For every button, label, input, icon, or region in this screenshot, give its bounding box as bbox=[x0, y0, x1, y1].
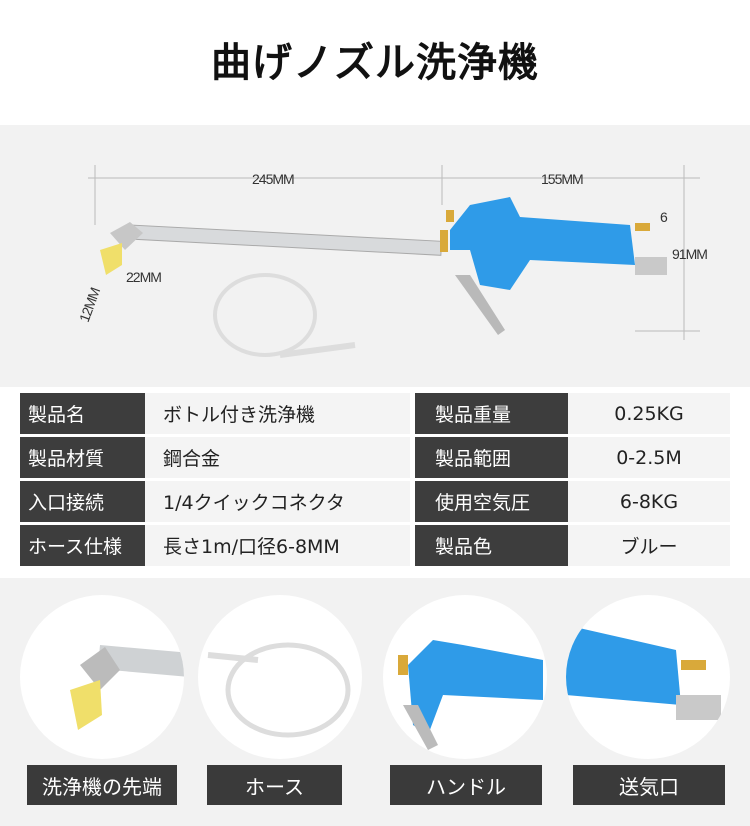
tube bbox=[128, 224, 443, 256]
trigger bbox=[455, 275, 505, 335]
gun-body bbox=[450, 197, 635, 290]
detail-air-inlet-image bbox=[566, 595, 730, 759]
table-row: 製品名 ボトル付き洗浄機 製品重量 0.25KG bbox=[20, 393, 730, 434]
detail-handle-image bbox=[383, 595, 547, 759]
spec-table: 製品名 ボトル付き洗浄機 製品重量 0.25KG 製品材質 鋼合金 製品範囲 0… bbox=[20, 393, 730, 569]
spec-value: 1/4クイックコネクタ bbox=[145, 481, 410, 522]
dimension-tube: 245MM bbox=[252, 171, 295, 187]
spec-label: 製品色 bbox=[415, 525, 568, 566]
dimension-handle: 155MM bbox=[541, 171, 584, 187]
caption-hose: ホース bbox=[207, 765, 342, 805]
caption-handle: ハンドル bbox=[390, 765, 542, 805]
caption-nozzle: 洗浄機の先端 bbox=[27, 765, 177, 805]
detail-section: 洗浄機の先端 ホース ハンドル 送気口 bbox=[0, 578, 750, 826]
spec-label: 使用空気圧 bbox=[415, 481, 568, 522]
spec-value: 0-2.5M bbox=[568, 437, 730, 478]
table-row: 入口接続 1/4クイックコネクタ 使用空気圧 6-8KG bbox=[20, 481, 730, 522]
table-row: ホース仕様 長さ1m/口径6-8MM 製品色 ブルー bbox=[20, 525, 730, 566]
spec-value: ボトル付き洗浄機 bbox=[145, 393, 410, 434]
dimension-nozzle-width: 22MM bbox=[126, 269, 162, 285]
spec-label: 入口接続 bbox=[20, 481, 145, 522]
dimension-height: 91MM bbox=[672, 246, 708, 262]
table-row: 製品材質 鋼合金 製品範囲 0-2.5M bbox=[20, 437, 730, 478]
detail-nozzle-image bbox=[20, 595, 184, 759]
spec-label: 製品名 bbox=[20, 393, 145, 434]
spec-label: ホース仕様 bbox=[20, 525, 145, 566]
spec-value: 長さ1m/口径6-8MM bbox=[145, 525, 410, 566]
product-illustration bbox=[88, 165, 700, 358]
spec-value: 鋼合金 bbox=[145, 437, 410, 478]
nozzle-tip bbox=[100, 243, 122, 275]
spec-label: 製品材質 bbox=[20, 437, 145, 478]
spec-value: ブルー bbox=[568, 525, 730, 566]
dimension-barb: 6 bbox=[660, 209, 668, 225]
caption-air-inlet: 送気口 bbox=[573, 765, 725, 805]
page-title: 曲げノズル洗浄機 bbox=[211, 40, 539, 86]
nozzle bbox=[110, 222, 143, 250]
spec-value: 6-8KG bbox=[568, 481, 730, 522]
detail-hose-image bbox=[198, 595, 362, 759]
product-diagram: 245MM 155MM 6 91MM 22MM 12MM bbox=[0, 125, 750, 387]
spec-value: 0.25KG bbox=[568, 393, 730, 434]
spec-label: 製品範囲 bbox=[415, 437, 568, 478]
hose bbox=[213, 273, 317, 357]
spec-label: 製品重量 bbox=[415, 393, 568, 434]
